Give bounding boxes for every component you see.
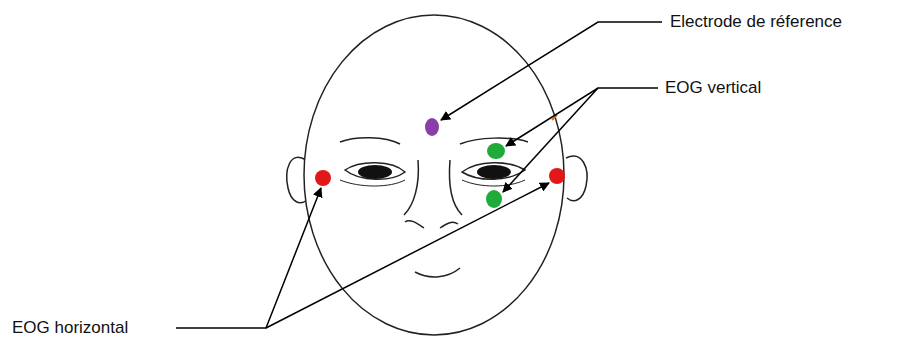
mouth: [415, 268, 460, 277]
leader-line: [503, 88, 598, 192]
vertical-electrode: [486, 190, 502, 208]
reference-electrode: [425, 118, 439, 136]
eye: [345, 163, 405, 180]
horizontal-electrode: [315, 170, 331, 186]
horizontal-electrode: [549, 168, 565, 184]
leader-line: [441, 22, 662, 120]
nostril: [440, 222, 458, 228]
leader-line: [506, 88, 658, 146]
eye: [462, 163, 525, 180]
eyebrow: [340, 138, 400, 144]
eyelid: [462, 180, 525, 186]
callout-label: EOG vertical: [663, 78, 763, 98]
eyelid: [340, 180, 405, 186]
pupil: [358, 165, 392, 179]
pupil: [477, 165, 511, 179]
head-outline: [304, 15, 564, 335]
nose: [404, 160, 418, 215]
vertical-electrode: [487, 143, 505, 159]
leader-line: [176, 188, 321, 328]
nostril: [405, 221, 424, 228]
callout-label: EOG horizontal: [10, 318, 130, 338]
nose: [450, 160, 463, 215]
leader-line: [266, 183, 549, 328]
ear: [566, 156, 587, 201]
callout-label: Electrode de réference: [668, 12, 844, 32]
